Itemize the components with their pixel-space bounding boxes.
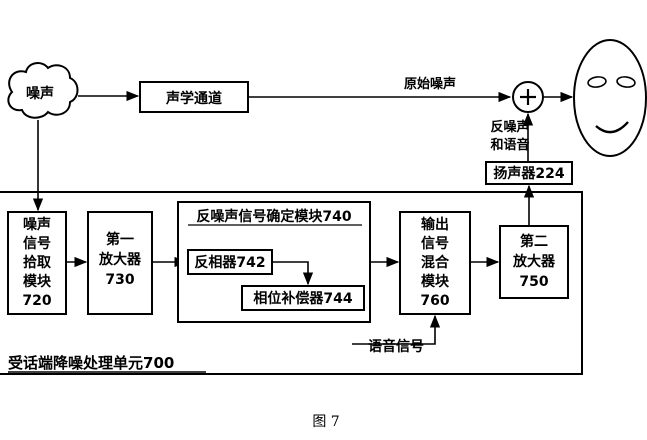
mixer-line-3: 混合 bbox=[421, 254, 450, 271]
mixer-line-1: 输出 bbox=[421, 216, 449, 233]
speaker-box: 扬声器224 bbox=[485, 161, 573, 185]
arrow-voice-to-mixer bbox=[352, 314, 441, 345]
amp2-line-3: 750 bbox=[519, 274, 548, 290]
amp1-line-1: 第一 bbox=[106, 231, 134, 248]
amp1-line-3: 730 bbox=[105, 272, 134, 288]
anti-noise-label-2: 和语音 bbox=[490, 137, 529, 153]
pickup-line-4: 模块 bbox=[23, 273, 52, 290]
pickup-line-5: 720 bbox=[22, 293, 51, 309]
mixer-line-5: 760 bbox=[420, 293, 449, 309]
acoustic-channel-box: 声学通道 bbox=[139, 81, 249, 113]
arrow-inverter-to-phase bbox=[272, 261, 314, 286]
phase-comp-box: 相位补偿器744 bbox=[241, 285, 365, 311]
noise-cloud: 噪声 bbox=[7, 62, 79, 119]
mixer-box: 输出 信号 混合 模块 760 bbox=[399, 211, 471, 315]
noise-label: 噪声 bbox=[26, 85, 54, 102]
mixer-line-4: 模块 bbox=[421, 273, 450, 290]
amp2-line-1: 第二 bbox=[520, 233, 548, 250]
amp1-box: 第一 放大器 730 bbox=[87, 211, 153, 315]
figure-caption: 图 7 bbox=[312, 414, 339, 430]
mixer-line-2: 信号 bbox=[421, 235, 449, 252]
pickup-line-1: 噪声 bbox=[23, 216, 51, 233]
pickup-line-3: 拾取 bbox=[23, 254, 52, 271]
speaker-label: 扬声器224 bbox=[493, 165, 564, 182]
original-noise-label: 原始噪声 bbox=[404, 76, 456, 92]
unit-700-outline bbox=[0, 191, 583, 375]
amp2-line-2: 放大器 bbox=[512, 253, 556, 270]
listener-face bbox=[573, 39, 647, 157]
phase-comp-label: 相位补偿器744 bbox=[253, 290, 352, 307]
anti-noise-label-1: 反噪声 bbox=[490, 119, 529, 135]
pickup-module-box: 噪声 信号 拾取 模块 720 bbox=[7, 211, 67, 315]
unit-title: 受话端降噪处理单元700 bbox=[8, 354, 174, 372]
summing-junction bbox=[512, 81, 544, 113]
amp2-box: 第二 放大器 750 bbox=[499, 225, 569, 299]
voice-signal-label: 语音信号 bbox=[368, 338, 424, 355]
anti-noise-module-title: 反噪声信号确定模块740 bbox=[196, 208, 351, 225]
inverter-label: 反相器742 bbox=[194, 254, 265, 271]
amp1-line-2: 放大器 bbox=[98, 251, 142, 268]
pickup-line-2: 信号 bbox=[23, 235, 51, 252]
acoustic-channel-label: 声学通道 bbox=[165, 90, 222, 107]
inverter-box: 反相器742 bbox=[187, 249, 273, 275]
